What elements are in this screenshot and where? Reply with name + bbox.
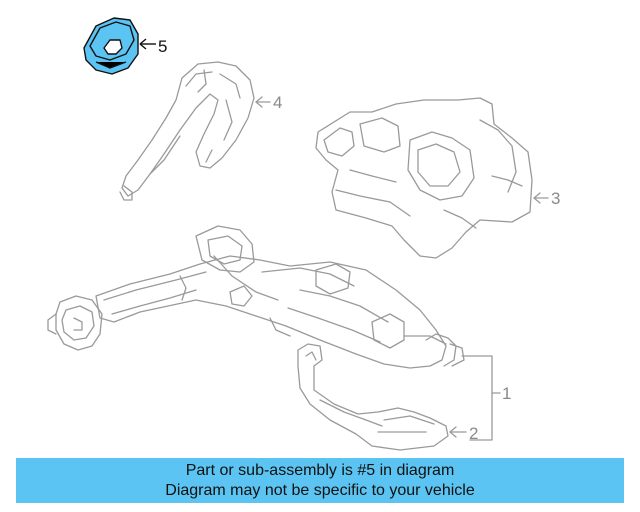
callout-1: 1 (502, 384, 511, 403)
part-1-steering-column[interactable] (95, 225, 465, 369)
callout-4: 4 (273, 93, 282, 112)
banner-line-part: Part or sub-assembly is #5 in diagram (185, 461, 455, 479)
part-5-bushing[interactable] (83, 17, 139, 75)
banner-line-disclaimer: Diagram may not be specific to your vehi… (165, 481, 475, 499)
callout-3: 3 (551, 189, 560, 208)
part-3-bracket[interactable] (315, 97, 533, 259)
part-2-tilt-lever[interactable] (297, 343, 449, 451)
steering-column-diagram: 5 4 3 1 2 (47, 17, 560, 451)
info-banner: Part or sub-assembly is #5 in diagram Di… (16, 458, 624, 503)
part-5-highlighted[interactable] (83, 17, 156, 75)
callout-5: 5 (158, 37, 167, 56)
u-joint[interactable] (47, 295, 103, 351)
callout-2: 2 (469, 424, 478, 443)
part-4-lever[interactable] (119, 61, 255, 201)
